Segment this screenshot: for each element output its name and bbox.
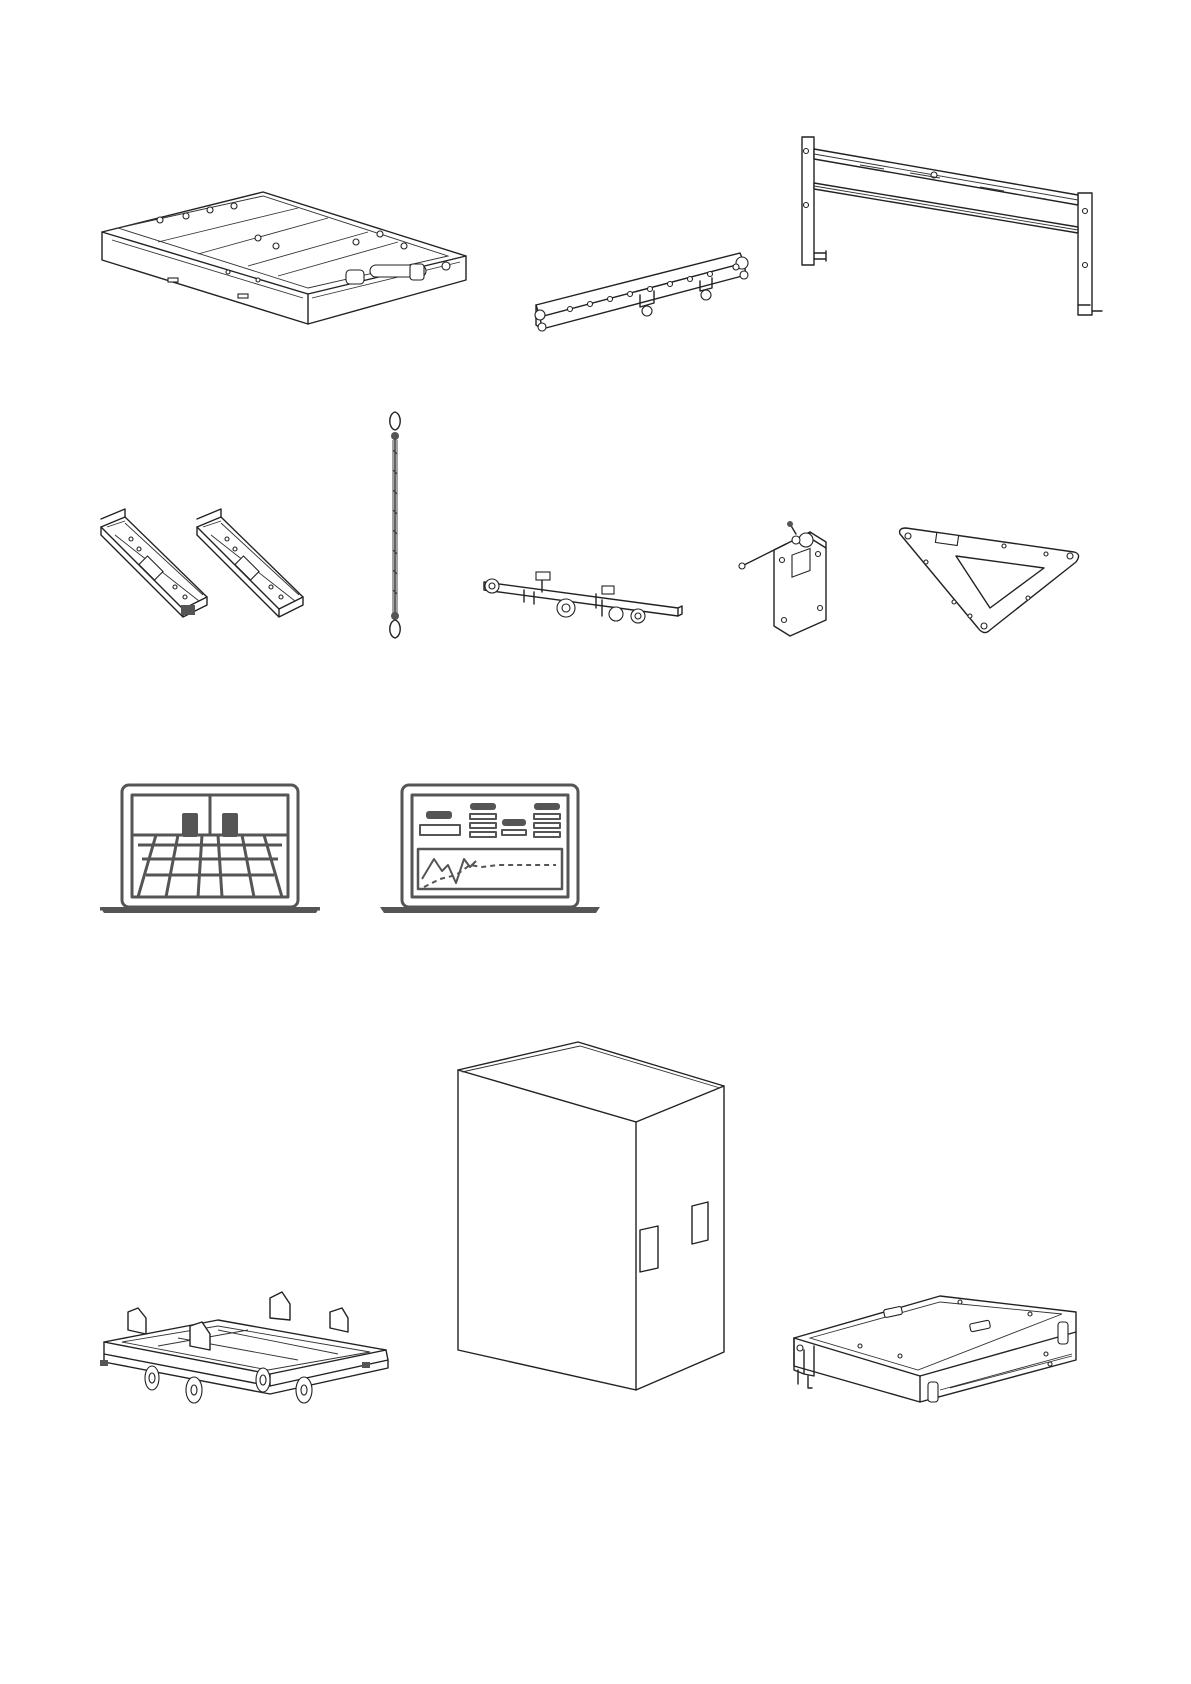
flying-frame-drawing bbox=[800, 135, 1100, 330]
safety-sling-drawing bbox=[384, 410, 406, 640]
protective-cover-drawing bbox=[456, 1040, 728, 1392]
rigging-bar-drawing bbox=[530, 245, 755, 340]
control-software-icon bbox=[380, 783, 604, 915]
subwoofer-cabinet-drawing bbox=[790, 1292, 1080, 1407]
speaker-cabinet-drawing bbox=[98, 190, 470, 330]
simulation-software-icon bbox=[98, 783, 322, 915]
triangle-plate-drawing bbox=[896, 526, 1082, 636]
wall-mount-plate-drawing bbox=[740, 516, 850, 638]
pole-adapter-bar-drawing bbox=[478, 570, 684, 632]
transport-dolly-drawing bbox=[98, 1290, 394, 1405]
mounting-brackets-drawing bbox=[95, 505, 305, 635]
